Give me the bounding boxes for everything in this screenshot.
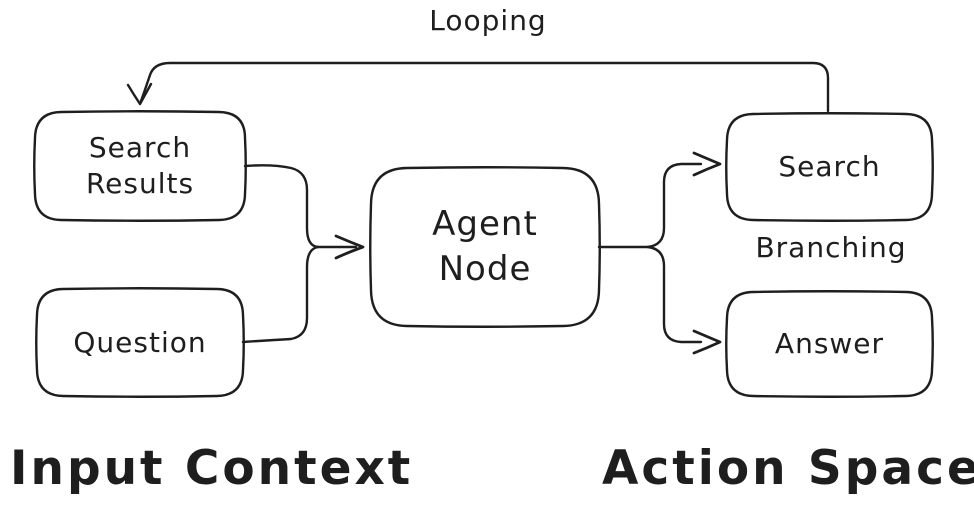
looping-arrow: [139, 61, 830, 113]
branching-label: Branching: [755, 231, 907, 264]
agent-to-answer-connector: [646, 245, 703, 344]
node-search: Search: [727, 114, 932, 220]
search-results-label-line2: Results: [85, 167, 195, 200]
looping-arrowhead-icon: [126, 82, 153, 106]
search-label: Search: [778, 150, 881, 183]
question-box: [35, 287, 245, 398]
node-search-results: Search Results: [35, 112, 245, 220]
search-results-to-agent-connector: [243, 164, 320, 249]
agent-node-box: [369, 166, 601, 328]
merge-arrowhead-icon: [334, 234, 365, 260]
search-results-box: [33, 110, 247, 222]
agent-label-line1: Agent: [432, 204, 538, 244]
agent-to-search-arrowhead-icon: [692, 151, 722, 177]
agent-to-search-connector: [646, 162, 703, 249]
action-space-title: Action Space: [602, 441, 974, 496]
agent-label-line2: Node: [438, 249, 532, 289]
answer-label: Answer: [774, 327, 885, 360]
agent-to-answer-arrowhead-icon: [692, 329, 722, 355]
question-label: Question: [73, 325, 207, 359]
node-question: Question: [37, 289, 243, 396]
looping-label: Looping: [429, 4, 547, 37]
node-answer: Answer: [727, 292, 932, 396]
input-context-title: Input Context: [10, 441, 414, 496]
search-box: [725, 112, 934, 222]
answer-box: [725, 290, 934, 398]
node-agent: Agent Node: [371, 168, 599, 326]
search-results-label-line1: Search: [88, 131, 192, 164]
question-to-agent-connector: [241, 245, 320, 344]
stroke-group: [33, 61, 934, 398]
